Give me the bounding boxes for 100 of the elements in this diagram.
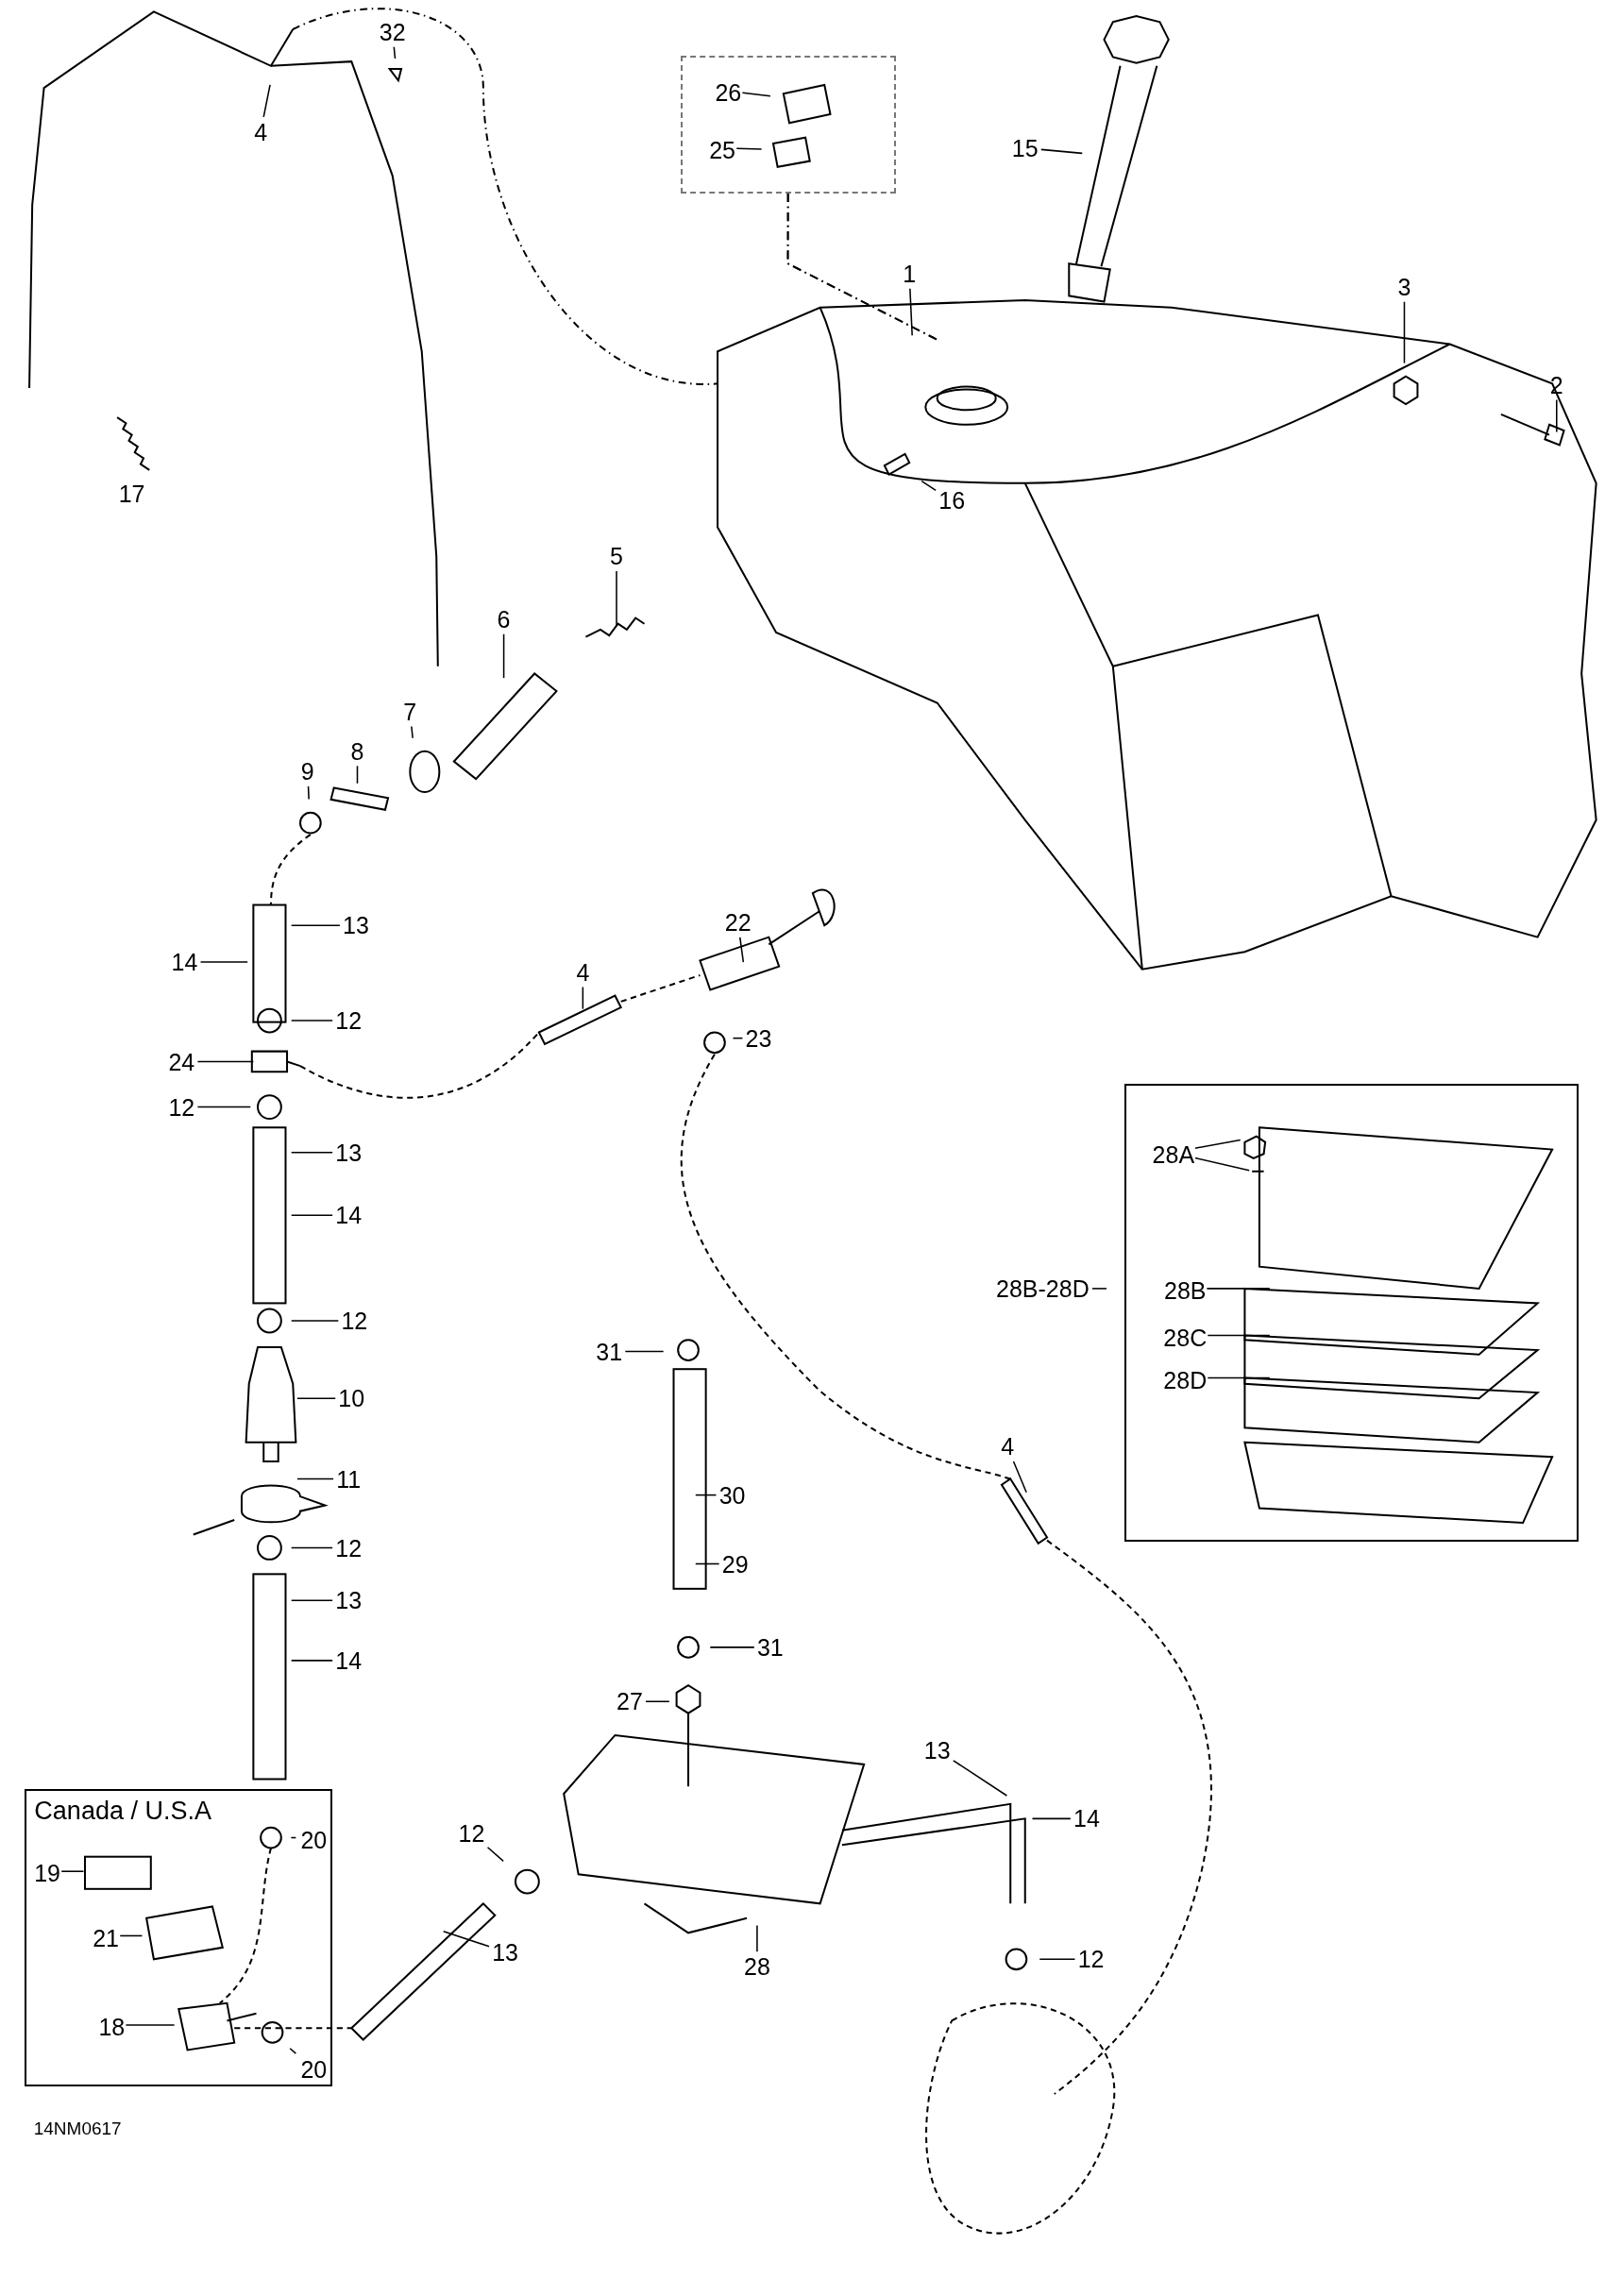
leader-line — [356, 765, 359, 785]
callout-number: 12 — [168, 1095, 195, 1120]
leader-line — [486, 1847, 504, 1863]
callout-number: 27 — [617, 1689, 643, 1714]
callout-number: 28 — [744, 1954, 770, 1979]
callout-number: 30 — [718, 1483, 746, 1508]
leader-line — [262, 84, 271, 118]
callout-number: 3 — [1397, 275, 1411, 299]
callout-number: 19 — [34, 1861, 60, 1885]
callout-number: 8 — [350, 739, 364, 764]
leader-line — [411, 725, 414, 739]
callout-number: 23 — [745, 1026, 772, 1051]
leader-line — [307, 785, 310, 801]
leader-line — [1039, 1958, 1076, 1961]
leader-line — [290, 924, 341, 926]
callout-number: 5 — [610, 544, 623, 568]
leader-line — [119, 1934, 144, 1937]
callout-number: 21 — [93, 1926, 119, 1950]
leader-line — [290, 1546, 333, 1549]
leader-line — [756, 1924, 758, 1953]
callout-number: 15 — [1011, 136, 1039, 160]
leader-line — [290, 1214, 333, 1217]
leader-line — [921, 480, 937, 492]
leader-line — [1556, 398, 1558, 433]
callout-number: 31 — [756, 1635, 784, 1660]
leader-line — [624, 1350, 665, 1353]
leader-line — [1206, 1288, 1271, 1290]
leader-line — [125, 2024, 176, 2026]
inset-title: Canada / U.S.A — [34, 1797, 211, 1827]
callout-number: 6 — [497, 607, 511, 632]
leader-line — [502, 633, 505, 679]
leader-line — [290, 1660, 333, 1662]
leader-line — [1207, 1334, 1271, 1337]
leader-line — [1194, 1139, 1242, 1149]
callout-number: 25 — [709, 138, 736, 162]
callout-number: 4 — [254, 120, 268, 144]
leader-line — [296, 1477, 334, 1480]
callout-number: 4 — [576, 960, 590, 985]
leader-line — [953, 1760, 1008, 1797]
callout-number: 28B — [1164, 1278, 1207, 1303]
leader-line — [732, 1037, 744, 1039]
callout-number: 14 — [335, 1203, 363, 1227]
callout-number: 12 — [335, 1536, 363, 1560]
callout-number: 28D — [1163, 1368, 1208, 1393]
leader-line — [199, 961, 248, 963]
callout-number: 31 — [596, 1340, 623, 1364]
callout-number: 14 — [1073, 1806, 1100, 1831]
leader-line — [1091, 1288, 1107, 1290]
leader-line — [442, 1930, 490, 1948]
leader-line — [290, 1320, 340, 1322]
leader-line — [290, 1020, 333, 1021]
leader-line — [1403, 300, 1406, 364]
callout-number: 7 — [403, 700, 417, 724]
callout-number: 28C — [1163, 1325, 1208, 1350]
callout-number: 1 — [903, 262, 917, 286]
callout-number: 20 — [300, 1828, 328, 1852]
callout-number: 12 — [341, 1308, 368, 1333]
leader-line — [290, 1151, 333, 1154]
leader-line — [909, 287, 913, 336]
callout-number: 17 — [118, 481, 145, 506]
inset-frame — [1124, 1083, 1580, 1543]
leader-line — [735, 147, 763, 150]
leader-line — [393, 46, 397, 59]
leader-line — [196, 1106, 252, 1108]
leader-line — [695, 1562, 720, 1565]
dashed-leader-line — [786, 192, 935, 339]
inset-frame — [25, 1789, 333, 2087]
leader-line — [582, 986, 584, 1010]
callout-number: 12 — [1077, 1947, 1105, 1971]
leader-line — [290, 1836, 297, 1839]
leader-line — [695, 1494, 718, 1496]
leader-line — [296, 1397, 336, 1399]
callout-number: 13 — [335, 1588, 363, 1612]
callout-number: 16 — [938, 488, 966, 513]
callout-number: 14 — [171, 950, 198, 974]
leader-line — [1207, 1376, 1271, 1379]
callout-number: 10 — [338, 1386, 365, 1410]
leader-line — [1040, 148, 1083, 155]
callout-number: 20 — [300, 2057, 328, 2082]
callout-number: 13 — [492, 1940, 519, 1965]
leader-line — [1194, 1156, 1250, 1172]
callout-number: 13 — [335, 1140, 363, 1165]
callout-number: 4 — [1001, 1434, 1015, 1459]
callout-number: 28B-28D — [996, 1276, 1090, 1301]
callout-number: 13 — [923, 1738, 951, 1763]
leader-line — [60, 1870, 85, 1872]
leader-line — [741, 92, 771, 97]
leader-line — [645, 1700, 670, 1703]
leader-line — [196, 1060, 255, 1063]
callout-number: 12 — [458, 1821, 485, 1846]
drawing-code: 14NM0617 — [33, 2119, 122, 2137]
callout-number: 29 — [721, 1552, 749, 1577]
callout-number: 28A — [1152, 1142, 1195, 1167]
callout-number: 12 — [335, 1008, 363, 1033]
callout-number: 9 — [300, 759, 314, 784]
leader-line — [709, 1646, 755, 1648]
leader-line — [1012, 1460, 1027, 1494]
callout-number: 24 — [168, 1050, 195, 1074]
leader-line — [290, 1599, 333, 1602]
callout-number: 14 — [335, 1648, 363, 1673]
